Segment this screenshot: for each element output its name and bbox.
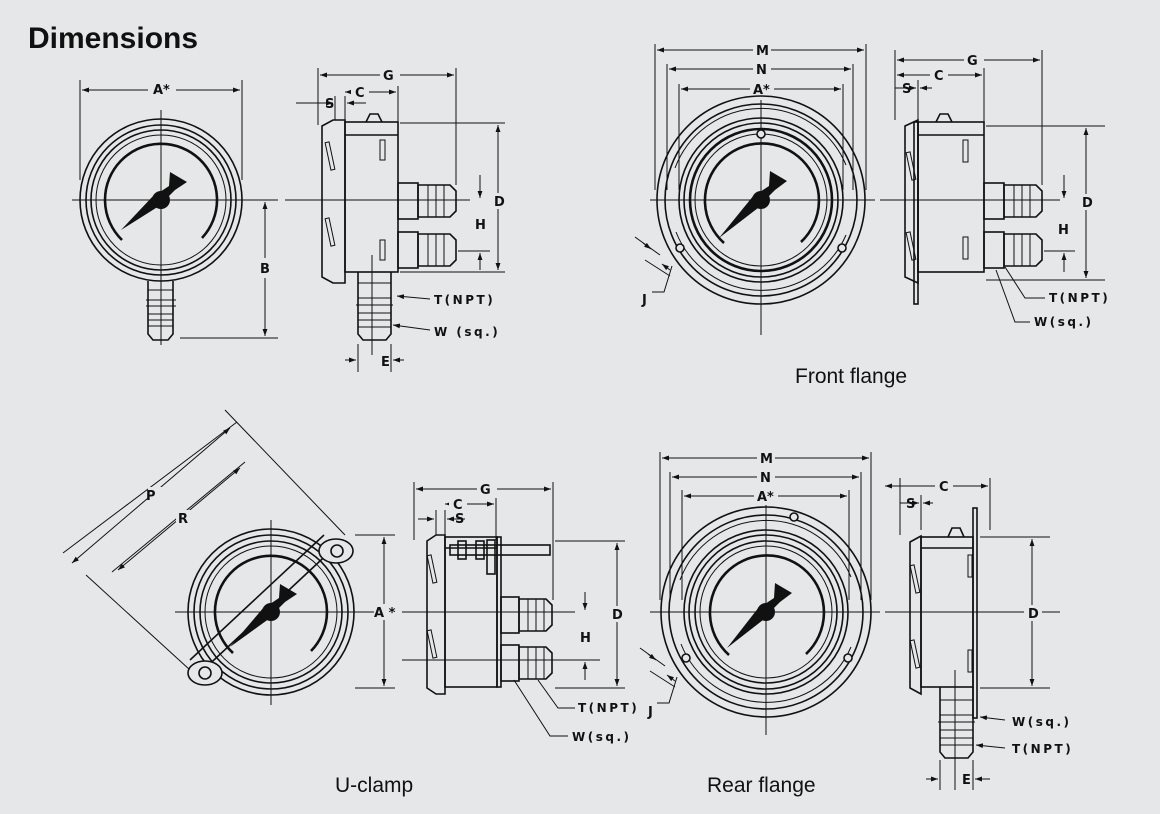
caption-u-clamp: U-clamp [335,774,413,797]
dim-label-s: S [902,82,911,97]
u-clamp-side-view [402,481,627,737]
dim-label-t: T(NPT) [434,293,495,307]
rear-flange-front-view [639,450,880,735]
u-clamp-front-view [62,409,395,705]
dim-label-g: G [480,483,491,498]
dim-label-c: C [939,480,949,495]
dim-label-n: N [760,471,771,486]
caption-rear-flange: Rear flange [707,774,816,797]
dim-label-h: H [1058,223,1069,238]
dim-label-h: H [475,218,486,233]
dim-label-d: D [494,195,505,210]
dim-label-w: W(sq.) [1012,715,1072,729]
dim-label-s: S [906,497,915,512]
dim-label-p: P [146,489,156,504]
dim-label-g: G [383,69,394,84]
dim-label-t: T(NPT) [1012,742,1073,756]
dim-label-d: D [1028,607,1039,622]
dim-label-m: M [760,452,773,467]
dim-label-a: A* [753,83,770,98]
dim-label-a: A* [757,490,774,505]
dim-label-e: E [962,773,971,788]
dim-label-t: T(NPT) [578,701,639,715]
gauge-front-view [72,80,278,345]
rear-flange-side-view [885,478,1060,790]
dim-label-t: T(NPT) [1049,291,1110,305]
gauge-side-view [285,67,508,372]
dim-label-j: J [647,705,653,720]
dim-label-h: H [580,631,591,646]
dim-label-r: R [178,512,188,527]
dim-label-w: W(sq.) [572,730,632,744]
dim-label-n: N [756,63,767,78]
front-flange-front-view [634,42,875,335]
dim-label-m: M [756,44,769,59]
caption-front-flange: Front flange [795,365,907,388]
dim-label-a: A* [153,83,170,98]
front-flange-side-view [880,50,1105,323]
dim-label-a: A * [374,606,396,621]
dim-label-c: C [934,69,944,84]
dim-label-d: D [1082,196,1093,211]
dim-label-j: J [641,293,647,308]
dim-label-s: S [455,512,464,527]
dim-label-s: S [325,97,334,112]
dim-label-g: G [967,54,978,69]
dim-label-c: C [453,498,463,513]
dim-label-e: E [381,355,390,370]
dim-label-w: W (sq.) [434,325,500,339]
dim-label-c: C [355,86,365,101]
dim-label-d: D [612,608,623,623]
dim-label-w: W(sq.) [1034,315,1094,329]
page-title: Dimensions [28,22,198,55]
dim-label-b: B [260,262,270,277]
